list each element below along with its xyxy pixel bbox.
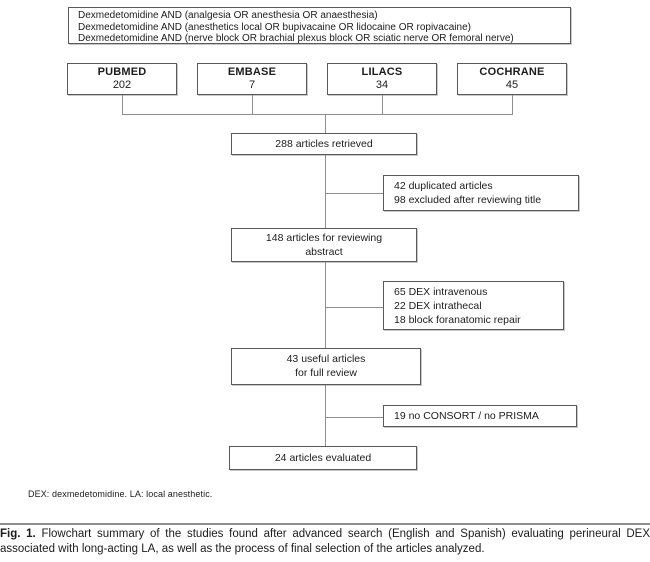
db-name-embase: EMBASE: [227, 66, 277, 78]
exclusion-duplicates-line-2: 98 excluded after reviewing title: [394, 194, 542, 206]
full-review-line-1: 43 useful articles: [286, 353, 366, 365]
exclusion-duplicates-line-1: 42 duplicated articles: [394, 180, 493, 192]
db-box-embase: EMBASE 7: [197, 63, 307, 95]
db-count-cochrane: 45: [505, 79, 519, 91]
db-count-pubmed: 202: [112, 79, 132, 91]
exclusion-dex-line-3: 18 block foranatomic repair: [394, 314, 521, 326]
db-name-lilacs: LILACS: [361, 66, 403, 78]
exclusion-box-dex-types: 65 DEX intravenous 22 DEX intrathecal 18…: [383, 281, 564, 330]
exclusion-dex-line-1: 65 DEX intravenous: [394, 286, 488, 298]
full-review-box: 43 useful articles for full review: [231, 348, 421, 385]
figure-caption-label: Fig. 1.: [0, 528, 36, 540]
abstract-review-box: 148 articles for reviewing abstract: [231, 228, 417, 262]
figure-caption: Fig. 1. Flowchart summary of the studies…: [0, 527, 650, 557]
abstract-review-line-1: 148 articles for reviewing: [265, 232, 383, 244]
search-query-box: Dexmedetomidine AND (analgesia OR anesth…: [68, 7, 571, 44]
db-box-pubmed: PUBMED 202: [67, 63, 177, 95]
main-flow-line-3: [325, 385, 326, 446]
query-line-1: Dexmedetomidine AND (analgesia OR anesth…: [78, 10, 378, 21]
db-count-embase: 7: [248, 79, 256, 91]
connector-stub-embase: [252, 95, 253, 114]
figure-caption-text: Flowchart summary of the studies found a…: [0, 528, 650, 555]
exclusion-box-duplicates: 42 duplicated articles 98 excluded after…: [383, 175, 579, 211]
connector-horizontal-bar: [122, 114, 513, 115]
retrieved-box: 288 articles retrieved: [231, 133, 417, 155]
db-box-cochrane: COCHRANE 45: [457, 63, 567, 95]
main-flow-line-1: [325, 155, 326, 228]
abstract-review-line-2: abstract: [305, 246, 343, 258]
abbreviation-footnote: DEX: dexmedetomidine. LA: local anesthet…: [28, 489, 213, 499]
connector-stub-pubmed: [122, 95, 123, 114]
evaluated-box: 24 articles evaluated: [229, 446, 417, 470]
query-line-2: Dexmedetomidine AND (anesthetics local O…: [78, 21, 471, 33]
full-review-line-2: for full review: [295, 367, 357, 379]
db-name-pubmed: PUBMED: [97, 66, 147, 78]
connector-stub-lilacs: [382, 95, 383, 114]
caption-divider-rule: [0, 523, 650, 525]
exclusion-dex-line-2: 22 DEX intrathecal: [394, 300, 482, 312]
branch-line-exclusion-3: [325, 417, 383, 418]
branch-line-exclusion-2: [325, 307, 383, 308]
main-flow-line-2: [325, 262, 326, 348]
branch-line-exclusion-1: [325, 193, 383, 194]
exclusion-box-consort-prisma: 19 no CONSORT / no PRISMA: [383, 405, 577, 427]
db-count-lilacs: 34: [375, 79, 389, 91]
db-name-cochrane: COCHRANE: [479, 66, 545, 78]
query-line-3: Dexmedetomidine AND (nerve block OR brac…: [78, 33, 514, 45]
connector-stub-cochrane: [512, 95, 513, 114]
connector-center-drop: [325, 114, 326, 133]
db-box-lilacs: LILACS 34: [327, 63, 437, 95]
